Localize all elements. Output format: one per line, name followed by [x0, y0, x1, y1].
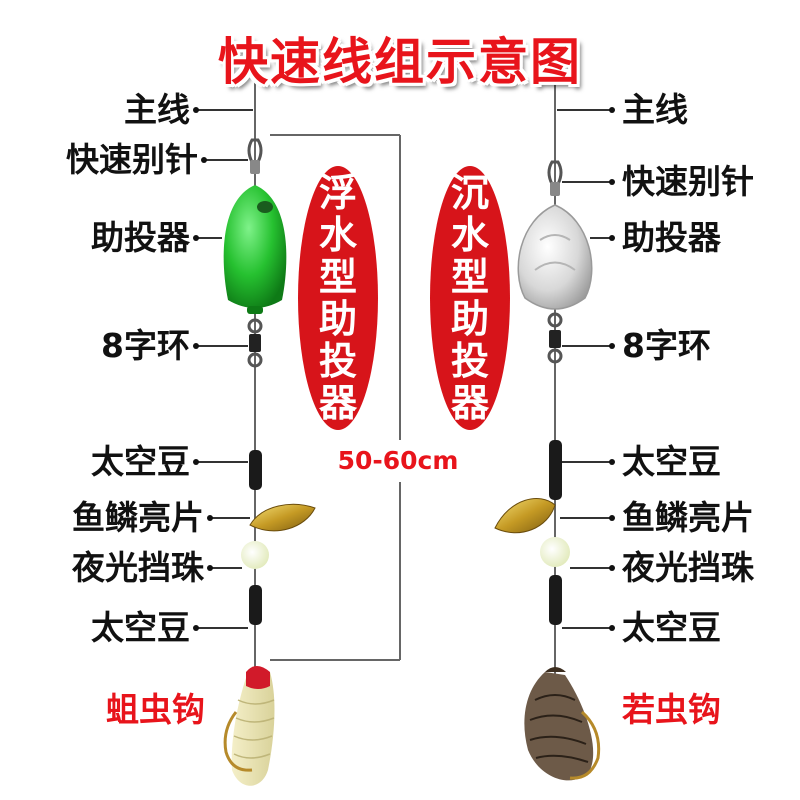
float-type-oval: [298, 166, 378, 430]
label-space-bean-upper-right: 太空豆: [622, 442, 721, 481]
left-leader-dots: [193, 107, 213, 631]
swivel-left-icon: [247, 318, 263, 368]
sink-type-text: 沉水型助投器: [450, 171, 489, 425]
label-glow-bead-right: 夜光挡珠: [622, 548, 754, 587]
float-type-text: 浮水型助投器: [318, 171, 357, 425]
label-snap-pin-right: 快速别针: [622, 162, 754, 201]
snap-pin-left-icon: [247, 138, 263, 174]
spinner-blade-right-icon: [494, 498, 556, 534]
left-leader-lines: [196, 109, 253, 629]
label-spinner-left: 鱼鳞亮片: [72, 498, 204, 537]
label-maggot-hook: 蛆虫钩: [106, 690, 205, 729]
label-snap-pin-left: 快速别针: [66, 140, 198, 179]
sink-type-oval: [430, 166, 510, 430]
label-main-line-right: 主线: [622, 90, 688, 129]
label-nymph-hook: 若虫钩: [622, 690, 721, 729]
label-space-bean-upper-left: 太空豆: [91, 442, 190, 481]
right-leader-dots: [609, 107, 615, 631]
label-caster-left: 助投器: [91, 218, 190, 257]
nymph-hook-icon: [524, 667, 601, 781]
label-swivel-left: 8字环: [101, 326, 190, 365]
snap-pin-right-icon: [547, 160, 563, 196]
float-caster-green-icon: [223, 185, 287, 314]
space-bean-lower-left: [249, 585, 262, 625]
label-swivel-right: 8字环: [622, 326, 711, 365]
page-title: 快速线组示意图: [218, 33, 582, 91]
maggot-hook-icon: [223, 666, 275, 786]
swivel-right-icon: [547, 312, 563, 364]
label-spinner-right: 鱼鳞亮片: [622, 498, 754, 537]
length-label: 50-60cm: [337, 446, 459, 475]
right-leader-lines: [557, 109, 612, 629]
label-glow-bead-left: 夜光挡珠: [72, 548, 204, 587]
glow-bead-right: [540, 537, 570, 567]
glow-bead-left: [241, 541, 269, 569]
space-bean-upper-left: [249, 450, 262, 490]
space-bean-lower-right: [549, 575, 562, 625]
length-bracket: [270, 134, 401, 661]
label-caster-right: 助投器: [622, 218, 721, 257]
label-main-line-left: 主线: [124, 90, 190, 129]
sink-caster-clear-icon: [517, 204, 593, 310]
label-space-bean-lower-left: 太空豆: [91, 608, 190, 647]
space-bean-upper-right: [549, 440, 562, 500]
spinner-blade-left-icon: [249, 503, 316, 532]
label-space-bean-lower-right: 太空豆: [622, 608, 721, 647]
